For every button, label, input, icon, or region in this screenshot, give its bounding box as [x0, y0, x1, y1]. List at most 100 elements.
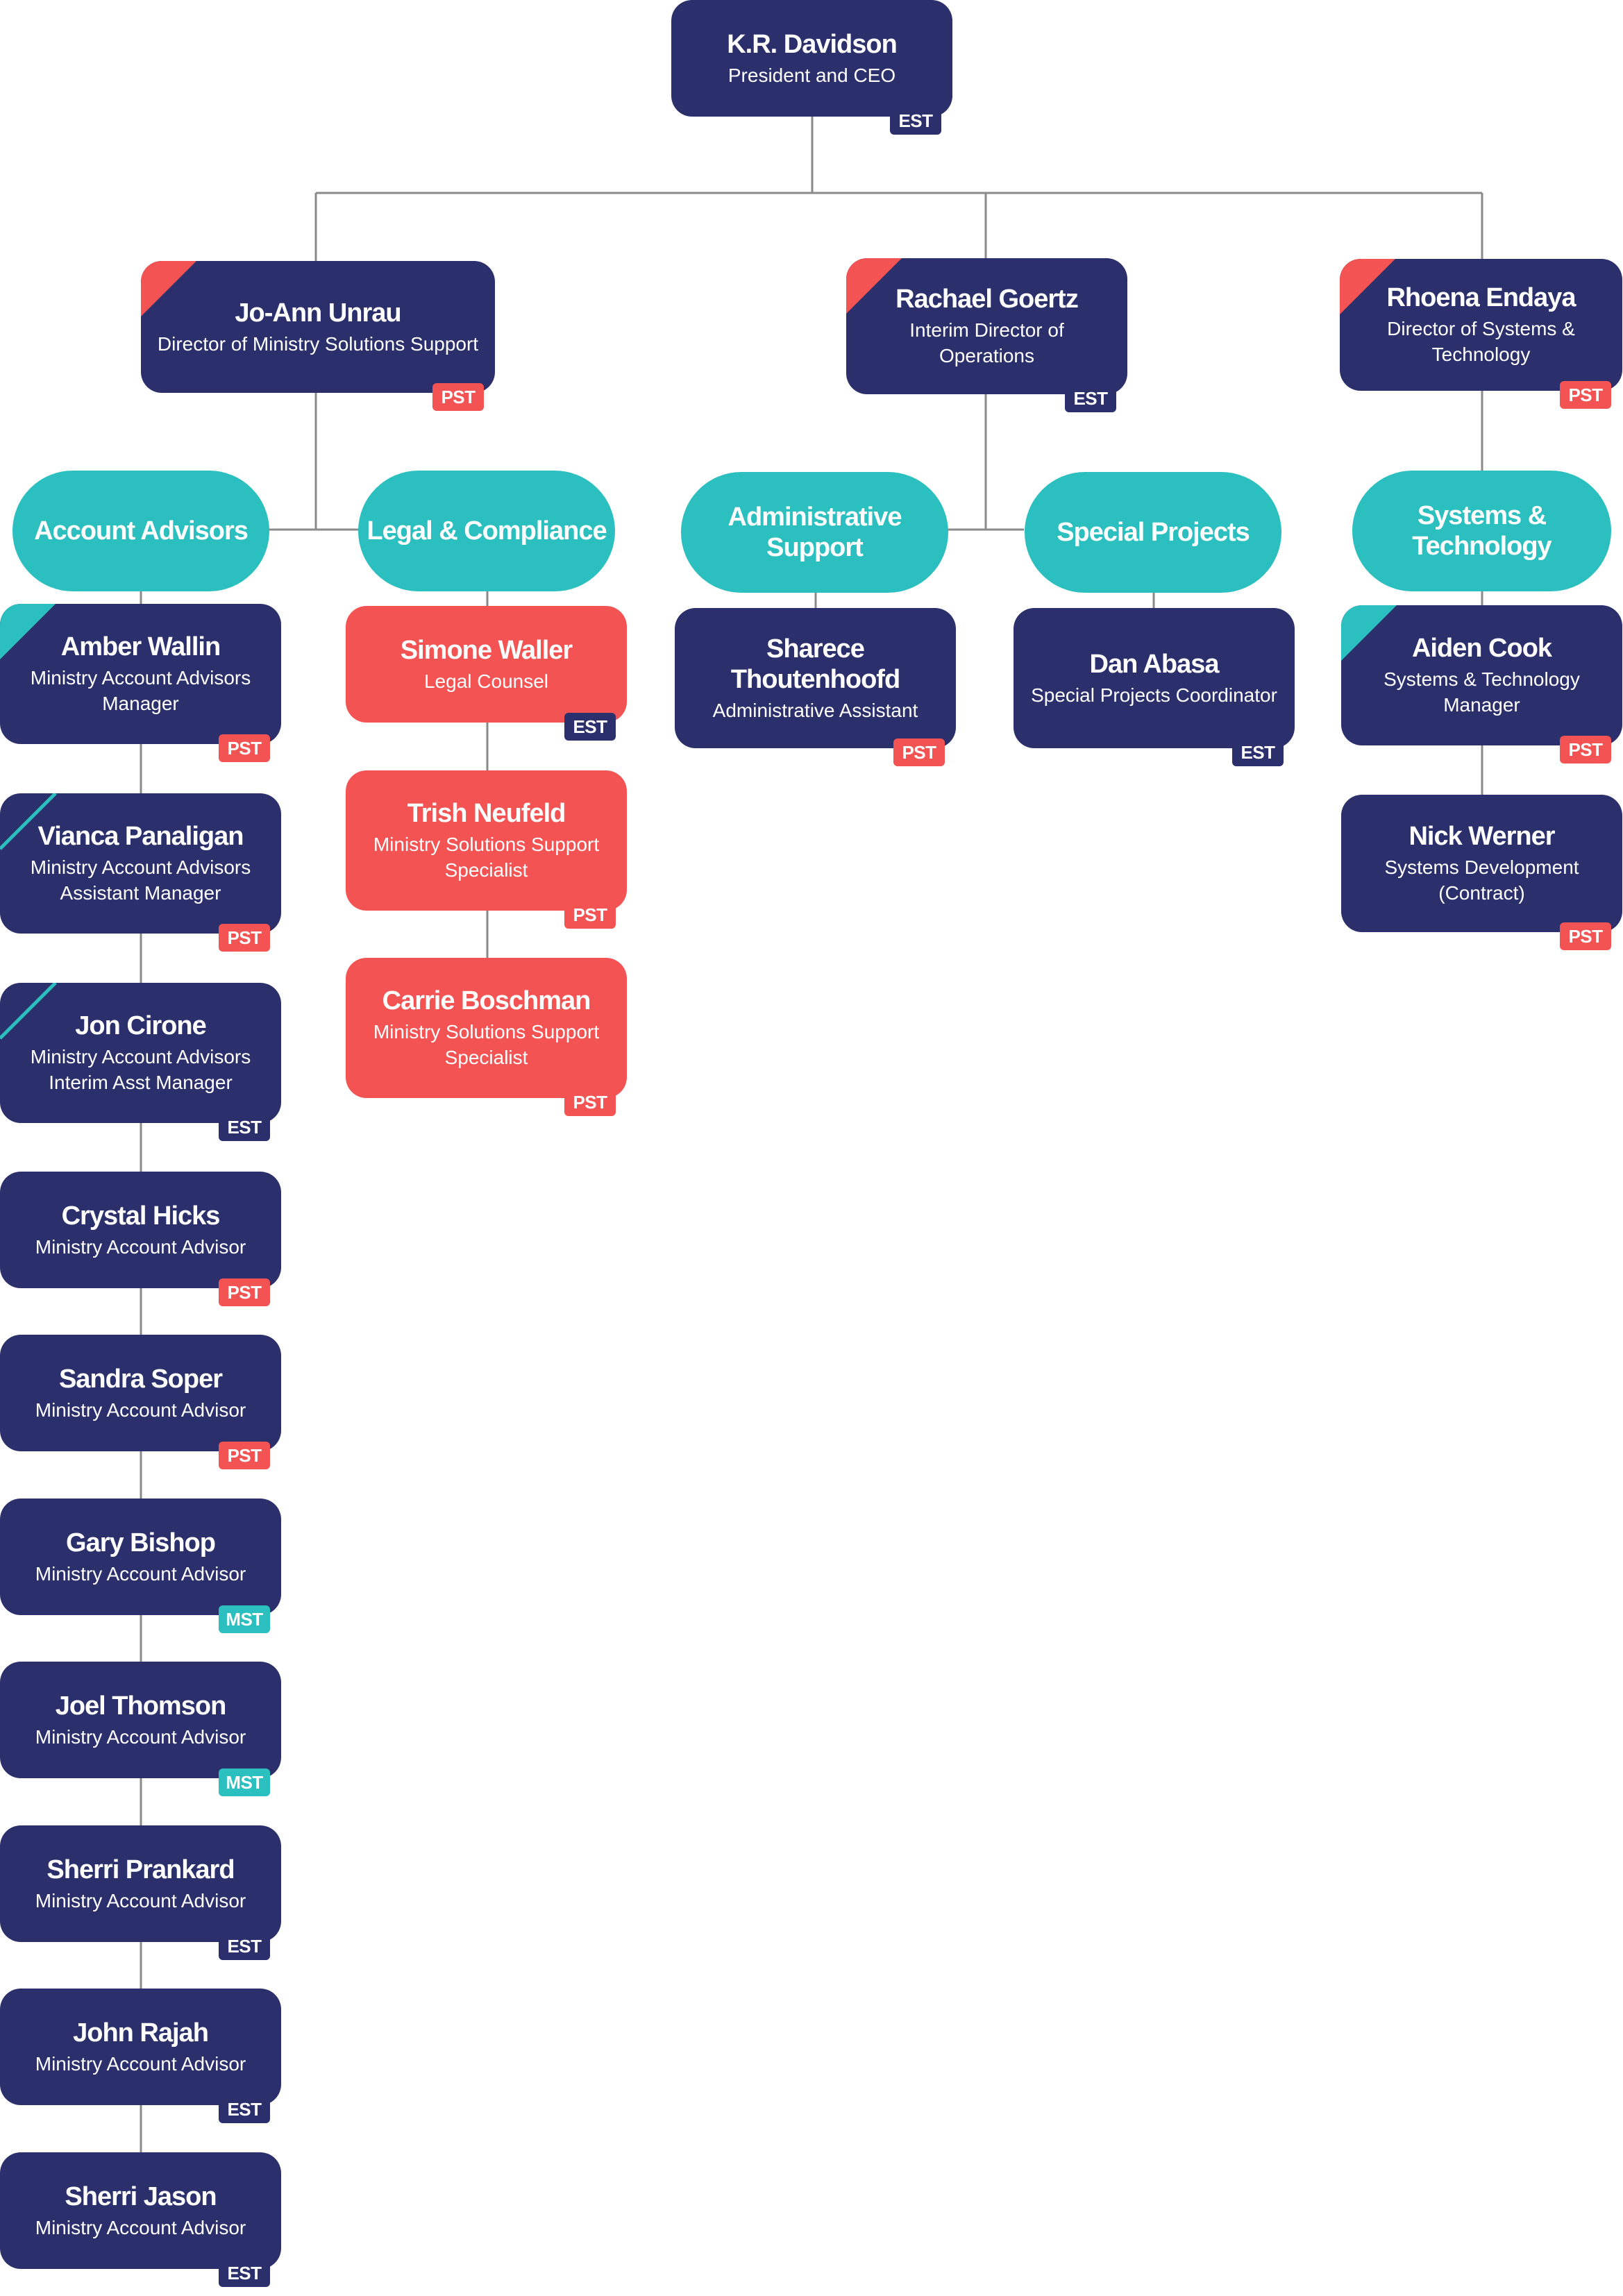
person-title: Ministry Account Advisor — [35, 2216, 246, 2238]
person-name: Nick Werner — [1408, 822, 1555, 851]
person-name: K.R. Davidson — [727, 29, 898, 59]
person-title: Ministry Account Advisor — [35, 1562, 246, 1585]
person-title: Ministry Account Advisor — [35, 1725, 246, 1748]
person-title: Ministry Account Advisors Interim Asst M… — [30, 1046, 251, 1093]
person-name: Gary Bishop — [66, 1528, 216, 1558]
timezone-badge: PST — [219, 734, 270, 762]
person-name: Rachael Goertz — [895, 285, 1079, 314]
timezone-badge: PST — [1560, 381, 1611, 409]
department-label: Systems & Technology — [1412, 501, 1551, 561]
person-title: Ministry Account Advisors Assistant Mana… — [30, 856, 251, 904]
department-label: Special Projects — [1057, 518, 1250, 547]
timezone-badge: EST — [219, 1932, 270, 1960]
person-name: Simone Waller — [400, 635, 573, 665]
teal-outline-corner-icon — [0, 983, 58, 1041]
teal-filled-corner-icon — [0, 604, 58, 662]
person-title: Director of Ministry Solutions Support — [157, 332, 479, 355]
timezone-badge: PST — [1560, 922, 1611, 950]
timezone-badge: EST — [219, 2259, 270, 2287]
person-title: Administrative Assistant — [712, 699, 918, 721]
red-corner-icon — [141, 261, 199, 319]
person-title: Interim Director of Operations — [909, 319, 1064, 366]
person-title: Systems & Technology Manager — [1384, 668, 1580, 716]
person-name: Trish Neufeld — [407, 799, 566, 828]
person-title: President and CEO — [728, 64, 896, 86]
person-name: Aiden Cook — [1411, 634, 1552, 663]
timezone-badge: PST — [893, 738, 945, 766]
timezone-badge: EST — [890, 107, 941, 135]
department-systems-and-technology[interactable]: Systems & Technology — [1352, 471, 1611, 591]
timezone-badge: PST — [1560, 736, 1611, 763]
person-title: Ministry Account Advisor — [35, 2052, 246, 2075]
person-title: Special Projects Coordinator — [1031, 684, 1277, 706]
timezone-badge: EST — [219, 2095, 270, 2123]
red-corner-icon — [1340, 259, 1398, 317]
timezone-badge: MST — [219, 1769, 270, 1796]
person-name: John Rajah — [73, 2018, 209, 2048]
department-label: Legal & Compliance — [367, 516, 607, 546]
department-special-projects[interactable]: Special Projects — [1025, 472, 1281, 593]
teal-filled-corner-icon — [1341, 605, 1399, 664]
person-title: Ministry Account Advisor — [35, 1399, 246, 1421]
person-title: Ministry Account Advisor — [35, 1889, 246, 1911]
person-name: Vianca Panaligan — [37, 822, 244, 851]
person-name: Jo-Ann Unrau — [235, 298, 401, 328]
timezone-badge: MST — [219, 1605, 270, 1633]
timezone-badge: EST — [564, 713, 616, 741]
timezone-badge: EST — [1232, 738, 1284, 766]
person-name: Carrie Boschman — [382, 986, 591, 1015]
person-name: Sherri Prankard — [47, 1855, 235, 1884]
person-title: Ministry Solutions Support Specialist — [373, 1021, 600, 1068]
timezone-badge: PST — [219, 924, 270, 952]
person-title: Director of Systems & Technology — [1387, 318, 1575, 365]
person-title: Ministry Solutions Support Specialist — [373, 834, 600, 881]
department-label: Administrative Support — [728, 503, 902, 562]
person-name: Sandra Soper — [58, 1364, 223, 1394]
timezone-badge: EST — [219, 1113, 270, 1141]
teal-outline-corner-icon — [0, 793, 58, 852]
department-administrative-support[interactable]: Administrative Support — [681, 472, 948, 593]
red-corner-icon — [846, 258, 905, 316]
person-name: Jon Cirone — [75, 1011, 206, 1040]
timezone-badge: PST — [432, 383, 484, 411]
person-title: Legal Counsel — [423, 670, 549, 692]
timezone-badge: PST — [564, 901, 616, 929]
person-name: Amber Wallin — [60, 632, 221, 661]
person-name: Sharece Thoutenhoofd — [730, 634, 900, 694]
department-account-advisors[interactable]: Account Advisors — [12, 471, 269, 591]
person-title: Ministry Account Advisor — [35, 1235, 246, 1258]
timezone-badge: PST — [564, 1088, 616, 1116]
person-name: Dan Abasa — [1089, 649, 1220, 679]
person-title: Ministry Account Advisors Manager — [30, 667, 251, 714]
person-name: Crystal Hicks — [61, 1201, 221, 1231]
timezone-badge: EST — [1065, 385, 1116, 412]
person-name: Rhoena Endaya — [1386, 283, 1576, 312]
department-legal-and-compliance[interactable]: Legal & Compliance — [358, 471, 615, 591]
timezone-badge: PST — [219, 1442, 270, 1469]
person-name: Joel Thomson — [55, 1691, 227, 1721]
department-label: Account Advisors — [34, 516, 249, 546]
person-name: Sherri Jason — [65, 2181, 217, 2211]
timezone-badge: PST — [219, 1278, 270, 1306]
